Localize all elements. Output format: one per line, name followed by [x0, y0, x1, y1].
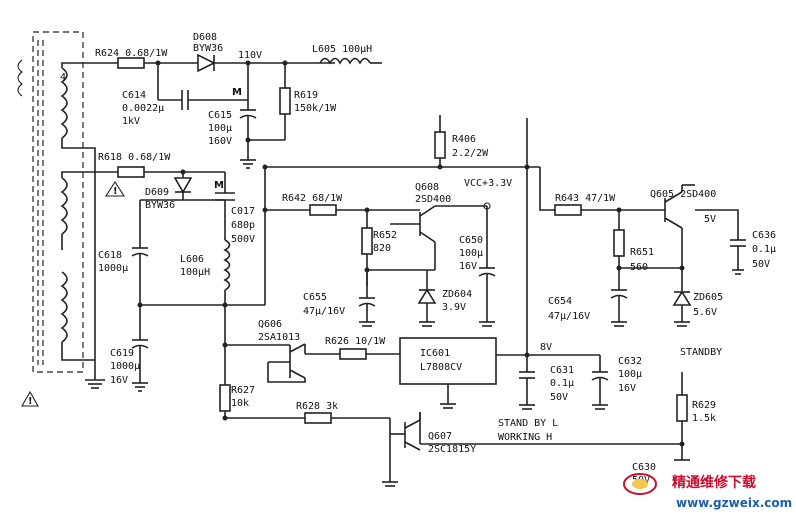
- l606-value: 100μH: [180, 267, 210, 278]
- pin4-label: 4: [60, 72, 66, 83]
- q608-section: [262, 202, 496, 327]
- r624-label: R624 0.68/1W: [95, 48, 168, 59]
- watermark-url: www.gzweix.com: [676, 496, 792, 510]
- c614-name: C614: [122, 90, 146, 101]
- working-h-label: WORKING H: [498, 432, 552, 443]
- c631-name: C631: [550, 365, 574, 376]
- q608-type: 2SD400: [415, 194, 451, 205]
- q607-name: Q607: [428, 431, 452, 442]
- m-label: M: [214, 180, 224, 191]
- zd605-name: ZD605: [693, 292, 723, 303]
- second-winding: [117, 164, 268, 392]
- standby-label: STANDBY: [680, 347, 722, 358]
- c615-value: 100μ: [208, 123, 232, 134]
- c636-value: 0.1μ: [752, 244, 776, 255]
- c650-volt: 16V: [459, 261, 477, 272]
- r651-name: R651: [630, 247, 654, 258]
- q605-section: [539, 167, 746, 327]
- warning-mark: !: [113, 186, 118, 197]
- r406-name: R406: [452, 134, 476, 145]
- standby-section: [219, 372, 690, 487]
- r406-value: 2.2/2W: [452, 148, 489, 159]
- q606-name: Q606: [258, 319, 282, 330]
- c632-volt: 16V: [618, 383, 636, 394]
- c619-name: C619: [110, 348, 134, 359]
- r406-branch: [264, 115, 540, 355]
- c631-value: 0.1μ: [550, 378, 574, 389]
- warning-icon: !: [21, 390, 39, 407]
- watermark: 精通维修下载 www.gzweix.com: [623, 473, 792, 510]
- c615-name: C615: [208, 110, 232, 121]
- 5v-label: 5V: [704, 214, 716, 225]
- c632-value: 100μ: [618, 369, 642, 380]
- warning-icon: !: [104, 180, 126, 197]
- c655-name: C655: [303, 292, 327, 303]
- c614-volt: 1kV: [122, 116, 140, 127]
- 110v-label: 110V: [238, 50, 262, 61]
- l605-label: L605 100μH: [312, 44, 372, 55]
- q606-type: 2SA1013: [258, 332, 300, 343]
- r652-value: 820: [373, 243, 391, 254]
- standby-l-label: STAND BY L: [498, 418, 558, 429]
- r643-label: R643 47/1W: [555, 193, 616, 204]
- r627-value: 10k: [231, 398, 249, 409]
- c017-name: C017: [231, 206, 255, 217]
- r619-name: R619: [294, 90, 318, 101]
- watermark-cn: 精通维修下载: [672, 474, 756, 491]
- c615-volt: 160V: [208, 136, 232, 147]
- c654-value: 47μ/16V: [548, 311, 590, 322]
- vcc-label: VCC+3.3V: [464, 178, 512, 189]
- warning-mark: !: [28, 396, 33, 407]
- zd604-value: 3.9V: [442, 302, 466, 313]
- r618-label: R618 0.68/1W: [98, 152, 171, 163]
- c636-volt: 50V: [752, 259, 770, 270]
- c618-value: 1000μ: [98, 263, 128, 274]
- q605-label: Q605 2SD400: [650, 189, 716, 200]
- c618-name: C618: [98, 250, 122, 261]
- c631-volt: 50V: [550, 392, 568, 403]
- left-wiring: [61, 62, 118, 389]
- 8v-label: 8V: [540, 342, 552, 353]
- c650-value: 100μ: [459, 248, 483, 259]
- c017-value: 680p: [231, 220, 255, 231]
- c619-value: 1000μ: [110, 361, 140, 372]
- transformer: [17, 31, 84, 373]
- c632-name: C632: [618, 356, 642, 367]
- zd605-value: 5.6V: [693, 307, 717, 318]
- ic601-type: L7808CV: [420, 362, 462, 373]
- top-rail: [117, 53, 382, 169]
- r629-value: 1.5k: [692, 413, 716, 424]
- c636-name: C636: [752, 230, 776, 241]
- c654-name: C654: [548, 296, 572, 307]
- r619-value: 150k/1W: [294, 103, 337, 114]
- c650-name: C650: [459, 235, 483, 246]
- c630-partial: C630: [632, 462, 656, 473]
- q606-ic601-section: [222, 305, 609, 410]
- ic601-name: IC601: [420, 348, 450, 359]
- d608-type: BYW36: [193, 43, 223, 54]
- q607-type: 2SC1815Y: [428, 444, 476, 455]
- l606-name: L606: [180, 254, 204, 265]
- m-label: M: [232, 87, 242, 98]
- d609-type: BYW36: [145, 200, 175, 211]
- r629-name: R629: [692, 400, 716, 411]
- zd604-name: ZD604: [442, 289, 472, 300]
- r642-label: R642 68/1W: [282, 193, 343, 204]
- r626-label: R626 10/1W: [325, 336, 386, 347]
- c614-value: 0.0022μ: [122, 103, 164, 114]
- r627-name: R627: [231, 385, 255, 396]
- c619-volt: 16V: [110, 375, 128, 386]
- d608-name: D608: [193, 32, 217, 43]
- r652-name: R652: [373, 230, 397, 241]
- c017-volt: 500V: [231, 234, 255, 245]
- q608-name: Q608: [415, 182, 439, 193]
- r628-label: R628 3k: [296, 401, 338, 412]
- c655-value: 47μ/16V: [303, 306, 345, 317]
- d609-name: D609: [145, 187, 169, 198]
- r651-value: 560: [630, 262, 648, 273]
